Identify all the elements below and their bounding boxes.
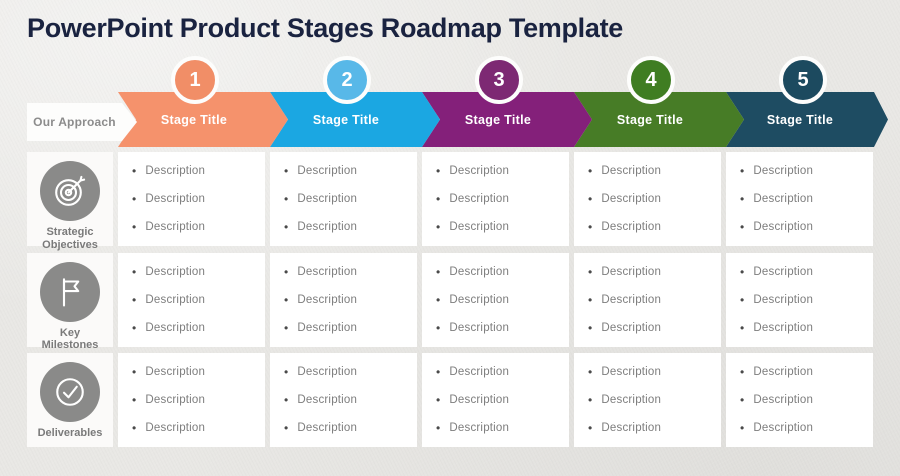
desc-cell-r2c3: Description Description Description bbox=[422, 252, 569, 347]
bullet-item: Description bbox=[740, 266, 865, 278]
bullet-item: Description bbox=[436, 294, 561, 306]
bullet-item: Description bbox=[588, 422, 713, 434]
desc-cell-r3c1: Description Description Description bbox=[118, 353, 265, 447]
bullet-item: Description bbox=[740, 193, 865, 205]
bullet-item: Description bbox=[132, 422, 257, 434]
desc-cell-r3c3: Description Description Description bbox=[422, 353, 569, 447]
desc-cell-r1c3: Description Description Description bbox=[422, 152, 569, 246]
approach-label: Our Approach bbox=[33, 115, 116, 129]
desc-cell-r3c2: Description Description Description bbox=[270, 353, 417, 447]
desc-cell-r2c2: Description Description Description bbox=[270, 252, 417, 347]
row-header-strategic-objectives: Strategic Objectives bbox=[27, 152, 113, 251]
desc-cell-r2c1: Description Description Description bbox=[118, 252, 265, 347]
bullet-item: Description bbox=[132, 266, 257, 278]
desc-cell-r3c5: Description Description Description bbox=[726, 353, 873, 447]
stage-arrow-4: Stage Title bbox=[574, 92, 744, 147]
row-label: Strategic Objectives bbox=[42, 226, 98, 251]
bullet-item: Description bbox=[132, 165, 257, 177]
stage-title-4: Stage Title bbox=[616, 112, 684, 127]
desc-cell-r2c4: Description Description Description bbox=[574, 252, 721, 347]
roadmap-grid: Strategic Objectives Description Descrip… bbox=[27, 152, 873, 447]
check-circle-icon bbox=[40, 362, 100, 422]
bullet-item: Description bbox=[284, 394, 409, 406]
bullet-item: Description bbox=[740, 394, 865, 406]
bullet-item: Description bbox=[132, 193, 257, 205]
bullet-item: Description bbox=[284, 193, 409, 205]
stage-title-2: Stage Title bbox=[312, 112, 380, 127]
bullet-item: Description bbox=[740, 366, 865, 378]
bullet-item: Description bbox=[588, 266, 713, 278]
stage-arrow-3: Stage Title bbox=[422, 92, 592, 147]
bullet-item: Description bbox=[588, 366, 713, 378]
bullet-item: Description bbox=[436, 221, 561, 233]
stage-title-5: Stage Title bbox=[766, 112, 834, 127]
bullet-item: Description bbox=[740, 221, 865, 233]
bullet-item: Description bbox=[436, 322, 561, 334]
approach-arrow: Our Approach bbox=[27, 103, 137, 141]
bullet-item: Description bbox=[588, 322, 713, 334]
stage-number-badge-5: 5 bbox=[779, 56, 827, 104]
desc-cell-r1c4: Description Description Description bbox=[574, 152, 721, 246]
bullet-item: Description bbox=[284, 266, 409, 278]
bullet-item: Description bbox=[132, 394, 257, 406]
row-header-key-milestones: Key Milestones bbox=[27, 252, 113, 351]
bullet-item: Description bbox=[132, 366, 257, 378]
desc-cell-r3c4: Description Description Description bbox=[574, 353, 721, 447]
bullet-item: Description bbox=[588, 165, 713, 177]
stage-number-4: 4 bbox=[645, 68, 657, 91]
bullet-item: Description bbox=[740, 165, 865, 177]
bullet-item: Description bbox=[132, 221, 257, 233]
bullet-item: Description bbox=[740, 322, 865, 334]
bullet-item: Description bbox=[436, 266, 561, 278]
bullet-item: Description bbox=[436, 165, 561, 177]
bullet-item: Description bbox=[284, 366, 409, 378]
stage-number-1: 1 bbox=[189, 68, 201, 91]
stage-number-badge-3: 3 bbox=[475, 56, 523, 104]
stage-number-badge-1: 1 bbox=[171, 56, 219, 104]
bullet-item: Description bbox=[740, 294, 865, 306]
stage-number-badge-4: 4 bbox=[627, 56, 675, 104]
stage-title-1: Stage Title bbox=[160, 112, 228, 127]
bullet-item: Description bbox=[284, 221, 409, 233]
row-label: Key Milestones bbox=[41, 326, 99, 352]
target-icon bbox=[40, 161, 100, 221]
bullet-item: Description bbox=[436, 422, 561, 434]
row-header-deliverables: Deliverables bbox=[27, 353, 113, 447]
flag-icon bbox=[40, 261, 100, 322]
stage-arrow-5: Stage Title bbox=[726, 92, 888, 147]
bullet-item: Description bbox=[132, 322, 257, 334]
desc-cell-r1c1: Description Description Description bbox=[118, 152, 265, 246]
bullet-item: Description bbox=[284, 422, 409, 434]
page-title: PowerPoint Product Stages Roadmap Templa… bbox=[27, 13, 624, 43]
bullet-item: Description bbox=[284, 294, 409, 306]
desc-cell-r1c5: Description Description Description bbox=[726, 152, 873, 246]
bullet-item: Description bbox=[588, 394, 713, 406]
row-label: Deliverables bbox=[37, 427, 103, 439]
stage-number-2: 2 bbox=[341, 68, 353, 91]
bullet-item: Description bbox=[588, 193, 713, 205]
stage-number-badge-2: 2 bbox=[323, 56, 371, 104]
bullet-item: Description bbox=[588, 294, 713, 306]
bullet-item: Description bbox=[284, 165, 409, 177]
bullet-item: Description bbox=[436, 394, 561, 406]
bullet-item: Description bbox=[284, 322, 409, 334]
bullet-item: Description bbox=[132, 294, 257, 306]
bullet-item: Description bbox=[740, 422, 865, 434]
desc-cell-r2c5: Description Description Description bbox=[726, 252, 873, 347]
stage-number-5: 5 bbox=[797, 68, 809, 91]
stage-number-3: 3 bbox=[493, 68, 505, 91]
bullet-item: Description bbox=[436, 366, 561, 378]
stage-title-3: Stage Title bbox=[464, 112, 532, 127]
desc-cell-r1c2: Description Description Description bbox=[270, 152, 417, 246]
bullet-item: Description bbox=[436, 193, 561, 205]
bullet-item: Description bbox=[588, 221, 713, 233]
